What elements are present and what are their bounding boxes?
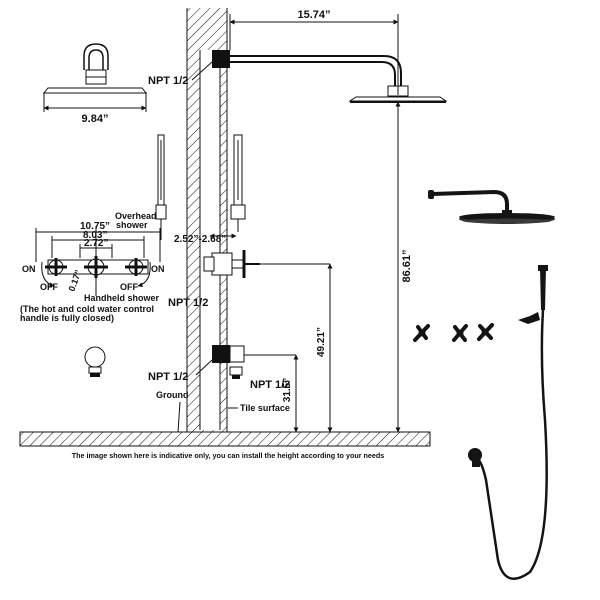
npt-bottom-leader: [195, 359, 213, 376]
three-handle-valve: [413, 323, 494, 342]
valve-side-view: [203, 250, 260, 278]
ground-label: Ground: [156, 390, 189, 400]
head-height-dimension: 86.61”: [401, 249, 413, 282]
tile-surface-label: Tile surface: [240, 403, 290, 413]
handheld-shower-with-hose: [468, 265, 548, 580]
outlet-height-dimension: 31.5”: [282, 378, 293, 402]
valve-height-dimension: 49.21”: [316, 327, 327, 357]
overhead-shower-side-view: [212, 50, 448, 103]
off-label-right: OFF: [120, 282, 138, 292]
valve-front-view: [35, 226, 161, 296]
overhead-shower-label-1: Overhead: [115, 211, 157, 221]
overhead-shower-front-view: [42, 43, 148, 94]
ground-leader: [177, 401, 181, 433]
arm-length-dimension: 15.74”: [297, 9, 330, 21]
closed-note-line-2: handle is fully closed): [20, 313, 114, 323]
valve-span-dimension: 10.75”: [80, 221, 110, 232]
npt-label-top: NPT 1/2: [148, 75, 188, 87]
on-label-right: ON: [151, 264, 165, 274]
handheld-shower-side-view: [230, 134, 246, 232]
on-label-left: ON: [22, 264, 36, 274]
overhead-shower-label-2: shower: [116, 220, 148, 230]
ground-floor: [19, 431, 431, 447]
npt-label-middle: NPT 1/2: [168, 297, 208, 309]
off-label-left: OFF: [40, 282, 58, 292]
valve-center-span-dimension: 2.72”: [84, 238, 108, 249]
handheld-shower-label: Handheld shower: [84, 293, 160, 303]
rough-in-depth-dimension: 2.52”-2.68”: [174, 234, 226, 245]
npt-label-bottom-left: NPT 1/2: [148, 371, 188, 383]
disclaimer-note: The image shown here is indicative only,…: [72, 451, 385, 460]
handheld-shower-front-view: [155, 134, 167, 240]
wall: [186, 8, 228, 432]
dimension-lines: [43, 14, 401, 433]
outlet-front-view: [84, 346, 106, 377]
shower-arm-and-head: [428, 189, 555, 224]
outlet-side-view: [212, 345, 245, 379]
head-diameter-dimension: 9.84”: [82, 113, 109, 125]
npt-top-leader: [191, 61, 213, 81]
npt-label-bottom-right: NPT 1/2: [250, 379, 290, 391]
product-photo: [413, 189, 555, 580]
closed-note-line-1: (The hot and cold water control: [20, 304, 154, 314]
valve-inner-span-dimension: 8.03”: [83, 230, 107, 241]
